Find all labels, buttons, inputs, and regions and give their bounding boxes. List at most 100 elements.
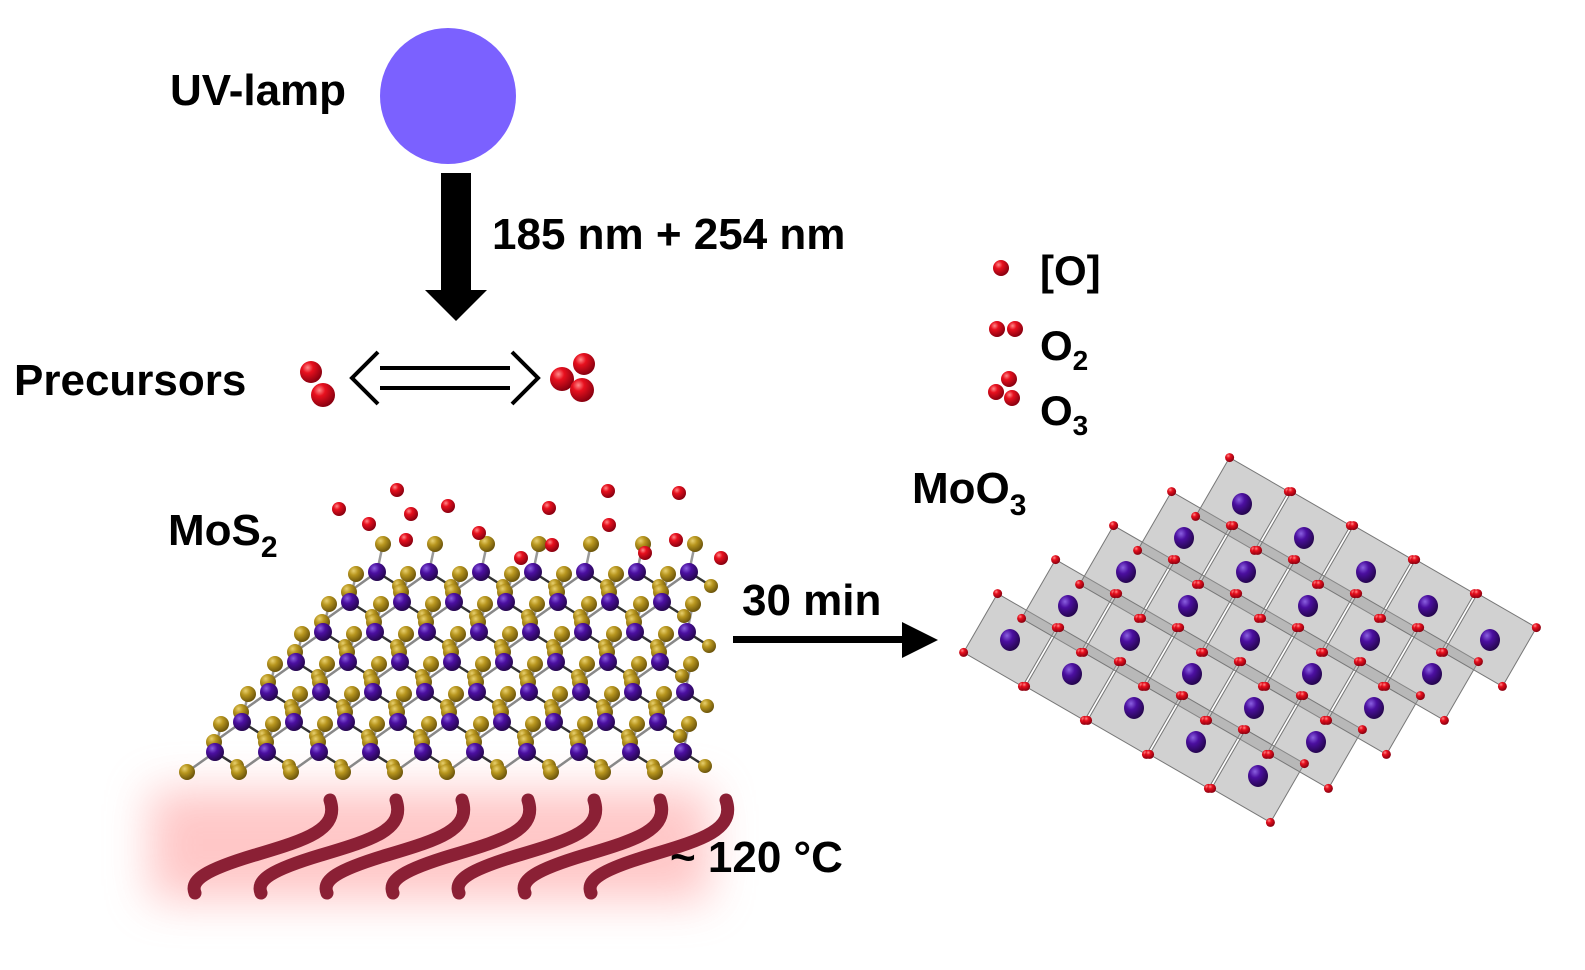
molybdenum-atom	[574, 623, 592, 641]
sulfur-atom	[396, 686, 412, 702]
molybdenum-atom	[1294, 527, 1314, 549]
oxygen-atom	[1291, 555, 1301, 565]
molybdenum-atom	[470, 623, 488, 641]
heat-wave-icon	[319, 793, 471, 900]
oxygen-atom	[602, 518, 616, 532]
sulfur-atom	[500, 686, 516, 702]
oxygen-atom	[1083, 715, 1093, 725]
moo3-label: MoO3	[912, 464, 1026, 522]
oxygen-atom	[714, 551, 728, 565]
molybdenum-atom	[366, 623, 384, 641]
sulfur-atom	[556, 566, 572, 582]
oxygen-atom	[1171, 555, 1181, 565]
sulfur-atom	[317, 716, 333, 732]
heat-wave-icon	[583, 793, 735, 900]
oxygen-atom	[1253, 545, 1263, 555]
o3-molecule-icon	[550, 353, 595, 402]
oxygen-atom	[542, 501, 556, 515]
oxygen-atom	[638, 546, 652, 560]
molybdenum-atom	[676, 683, 694, 701]
oxygen-atom	[1381, 749, 1391, 759]
oxygen-atom	[1323, 783, 1333, 793]
sulfur-atom	[583, 536, 599, 552]
oxygen-atom	[1349, 521, 1359, 531]
molybdenum-atom	[1418, 595, 1438, 617]
oxygen-atom	[1137, 613, 1147, 623]
oxygen-atom	[441, 499, 455, 513]
sulfur-atom	[658, 626, 674, 642]
oxygen-atom	[1315, 579, 1325, 589]
molybdenum-atom	[445, 593, 463, 611]
heater	[150, 790, 735, 900]
molybdenum-atom	[310, 743, 328, 761]
molybdenum-atom	[468, 683, 486, 701]
molybdenum-atom	[1306, 731, 1326, 753]
legend-item-o2: O2	[989, 321, 1088, 376]
sulfur-atom	[439, 764, 455, 780]
oxygen-atom	[1257, 613, 1267, 623]
oxygen-atom	[959, 647, 969, 657]
legend-label: O2	[1040, 322, 1088, 376]
legend-label: [O]	[1040, 247, 1101, 294]
molybdenum-atom	[601, 593, 619, 611]
oxygen-atom	[672, 486, 686, 500]
sulfur-atom	[529, 596, 545, 612]
molybdenum-atom	[337, 713, 355, 731]
molybdenum-atom	[1422, 663, 1442, 685]
molybdenum-atom	[624, 683, 642, 701]
heat-wave-icon	[187, 793, 339, 900]
molybdenum-atom	[1248, 765, 1268, 787]
molybdenum-atom	[1360, 629, 1380, 651]
oxygen-atom	[1179, 691, 1189, 701]
molybdenum-atom	[443, 653, 461, 671]
oxygen-atom	[1439, 647, 1449, 657]
sulfur-atom	[656, 686, 672, 702]
molybdenum-atom	[233, 713, 251, 731]
molybdenum-atom	[1058, 595, 1078, 617]
sulfur-atom	[283, 764, 299, 780]
sulfur-atom	[369, 716, 385, 732]
sulfur-atom	[577, 716, 593, 732]
sulfur-atom	[579, 656, 595, 672]
sulfur-atom	[335, 764, 351, 780]
molybdenum-atom	[628, 563, 646, 581]
molybdenum-atom	[597, 713, 615, 731]
molybdenum-atom	[1298, 595, 1318, 617]
sulfur-atom	[698, 759, 712, 773]
molybdenum-atom	[520, 683, 538, 701]
oxygen-atom	[1225, 453, 1235, 463]
sulfur-atom	[448, 686, 464, 702]
molybdenum-atom	[1000, 629, 1020, 651]
molybdenum-atom	[1356, 561, 1376, 583]
sulfur-atom	[179, 764, 195, 780]
molybdenum-atom	[389, 713, 407, 731]
uv-lamp-label: UV-lamp	[170, 66, 346, 115]
molybdenum-atom	[622, 743, 640, 761]
oxygen-atom	[1299, 759, 1309, 769]
oxygen-atom	[1199, 647, 1209, 657]
reaction-arrow	[733, 622, 938, 658]
oxygen-atom	[1411, 555, 1421, 565]
molybdenum-atom	[1480, 629, 1500, 651]
heat-wave-icon	[517, 793, 669, 900]
oxygen-atom	[1319, 647, 1329, 657]
molybdenum-atom	[368, 563, 386, 581]
molybdenum-atom	[493, 713, 511, 731]
molybdenum-atom	[524, 563, 542, 581]
oxygen-atom	[1021, 681, 1031, 691]
wavelength-label: 185 nm + 254 nm	[492, 210, 845, 259]
sulfur-atom	[292, 686, 308, 702]
oxygen-atom	[545, 538, 559, 552]
sulfur-atom	[683, 656, 699, 672]
molybdenum-atom	[466, 743, 484, 761]
oxygen-atom	[514, 551, 528, 565]
sulfur-atom	[371, 656, 387, 672]
molybdenum-atom	[1240, 629, 1260, 651]
sulfur-atom	[348, 566, 364, 582]
o2-molecule-icon	[300, 361, 335, 407]
molybdenum-atom	[418, 623, 436, 641]
oxygen-atom	[1075, 579, 1085, 589]
oxygen-atom	[1357, 725, 1367, 735]
